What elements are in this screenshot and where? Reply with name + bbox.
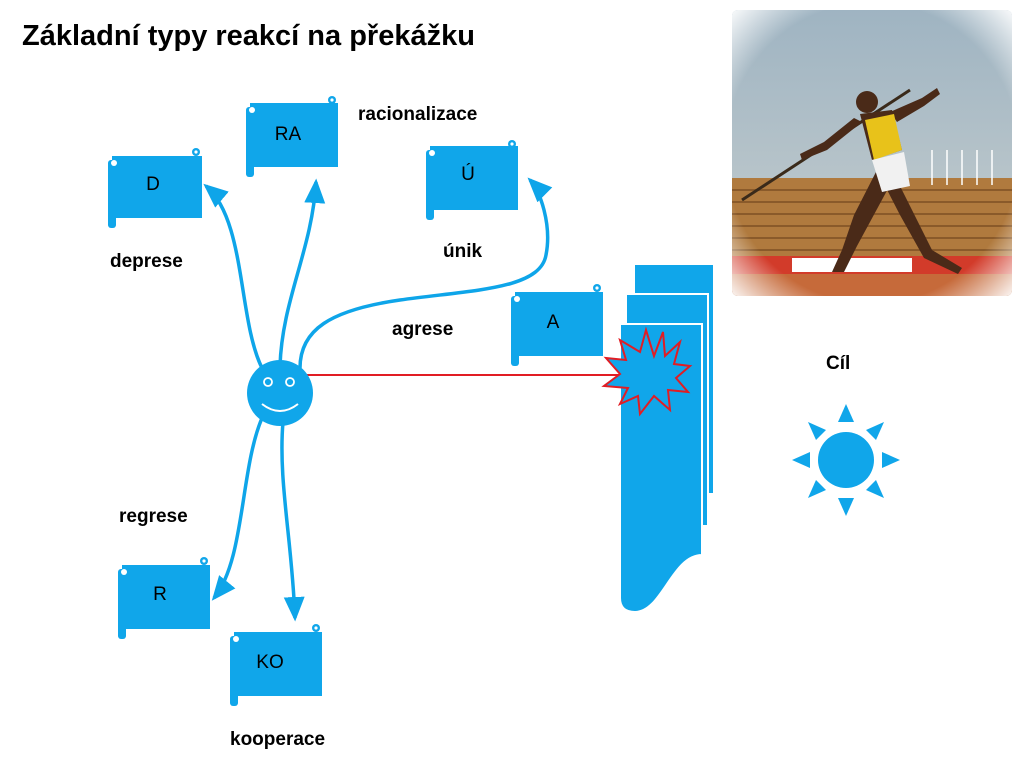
label-agrese: agrese <box>392 319 454 340</box>
arrow-to-kooperace <box>280 421 305 622</box>
arrow-to-deprese <box>203 183 264 369</box>
scroll-code-d: D <box>146 174 160 195</box>
scroll-code-ra: RA <box>275 124 302 145</box>
scroll-card-a: A <box>511 284 603 366</box>
goal-sun-icon <box>792 404 900 516</box>
scroll-card-u: Ú <box>426 140 518 220</box>
athlete-photo <box>732 10 1012 296</box>
scroll-card-d: D <box>108 148 202 228</box>
scroll-card-r: R <box>118 557 210 639</box>
scroll-code-u: Ú <box>461 163 475 185</box>
label-goal: Cíl <box>826 353 851 374</box>
slide-title: Základní typy reakcí na překážku <box>22 20 475 52</box>
scroll-card-ra: RA <box>246 96 338 177</box>
scroll-code-r: R <box>153 584 167 605</box>
obstacle-wall-icon <box>619 263 715 614</box>
arrow-to-unik <box>298 177 553 369</box>
label-unik: únik <box>443 241 483 262</box>
label-racionalizace: racionalizace <box>358 104 478 125</box>
label-deprese: deprese <box>110 251 183 272</box>
scroll-code-ko: KO <box>256 652 283 673</box>
label-kooperace: kooperace <box>230 729 326 750</box>
arrow-to-regrese <box>211 417 264 601</box>
scroll-card-ko: KO <box>230 624 322 706</box>
collision-explosion-icon <box>601 326 693 417</box>
arrow-to-racionalizace <box>278 178 326 367</box>
person-smiley-face-icon <box>247 360 313 426</box>
label-regrese: regrese <box>119 506 188 527</box>
scroll-code-a: A <box>547 312 560 333</box>
